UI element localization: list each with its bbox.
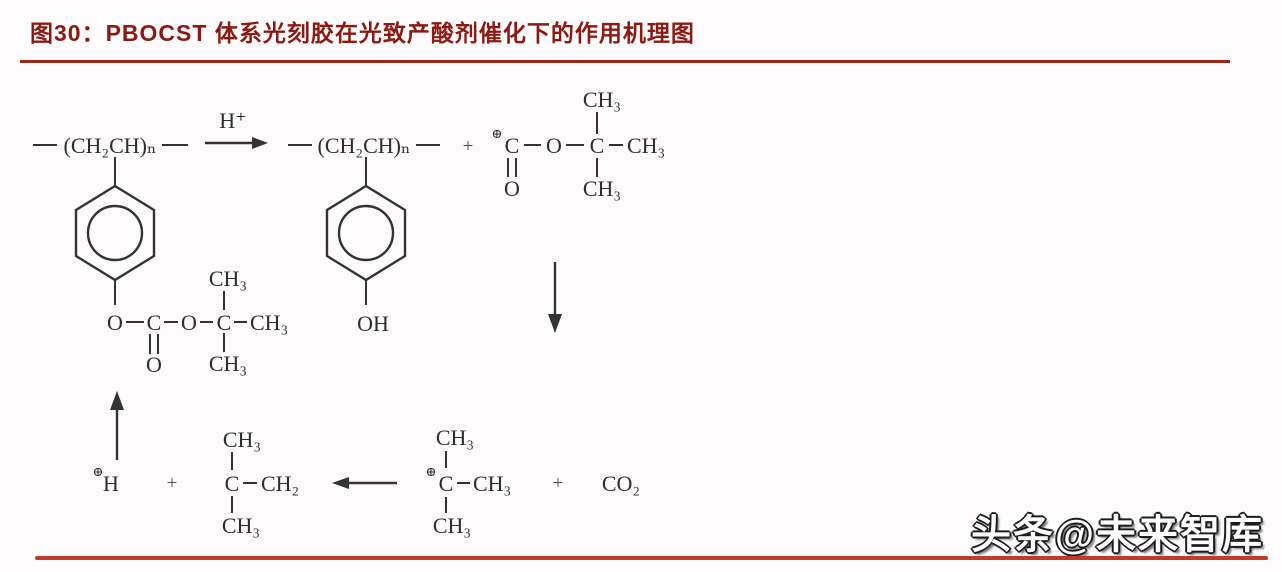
decomposition-arrow-down <box>548 262 562 333</box>
methyl-bottom: CH₃ <box>222 513 260 538</box>
plus-charge-icon: ⊕ <box>426 464 437 479</box>
methyl-bottom: CH₃ <box>583 176 621 201</box>
plus-operator: + <box>553 473 564 494</box>
molecule-tbutyl-cation: ⊕ C CH₃ CH₃ CH₃ <box>426 425 512 538</box>
methyl-bottom: CH₃ <box>209 351 247 376</box>
methyl-right: CH₃ <box>473 471 511 496</box>
molecule-co2: CO₂ <box>602 471 640 496</box>
plus-operator: + <box>463 136 474 157</box>
plus-charge-icon: ⊕ <box>93 464 104 479</box>
methyl-top: CH₃ <box>436 425 474 450</box>
h-plus-label: H⁺ <box>219 108 247 133</box>
figure-title: 图30：PBOCST 体系光刻胶在光致产酸剂催化下的作用机理图 <box>30 20 695 46</box>
molecule-pbocst: (CH₂CH)ₙ O C O C CH₃ O CH₃ CH₃ <box>33 133 288 377</box>
phost-backbone: (CH₂CH)ₙ <box>318 133 411 158</box>
central-carbon: C <box>439 471 454 496</box>
molecule-phost: (CH₂CH)ₙ OH <box>288 133 440 336</box>
pbocst-backbone: (CH₂CH)ₙ <box>64 133 157 158</box>
bridge-oxygen: O <box>546 133 562 158</box>
tbutyl-carbon: C <box>590 133 605 158</box>
central-carbon: C <box>225 471 240 496</box>
hydroxyl-group: OH <box>357 311 389 336</box>
proton-catalysis-arrow: H⁺ <box>205 108 268 149</box>
methyl-top: CH₃ <box>209 266 247 291</box>
title-underline <box>20 60 1230 63</box>
regenerated-proton-arrow-up <box>110 391 124 460</box>
bottom-rule <box>35 556 1268 560</box>
molecule-tboc-cation: ⊕ C O C CH₃ O CH₃ CH₃ <box>492 87 666 201</box>
carbonyl-oxygen: O <box>504 176 520 201</box>
watermark: 头条@未来智库 <box>970 513 1264 557</box>
methyl-top: CH₃ <box>583 87 621 112</box>
carbonyl-carbon: C <box>505 133 520 158</box>
methyl-top: CH₃ <box>223 427 261 452</box>
methyl-bottom: CH₃ <box>433 513 471 538</box>
molecule-isobutylene: CH₃ C CH₂ CH₃ <box>222 427 299 538</box>
ester-oxygen: O <box>107 310 123 335</box>
benzene-ring <box>74 184 156 282</box>
tbutyl-carbon: C <box>217 310 232 335</box>
plus-charge-icon: ⊕ <box>492 126 503 141</box>
methyl-right: CH₃ <box>627 133 665 158</box>
bridge-oxygen: O <box>181 310 197 335</box>
plus-operator: + <box>167 473 178 494</box>
elimination-arrow-left <box>332 477 397 489</box>
carbonyl-oxygen: O <box>146 352 162 377</box>
methylene-group: CH₂ <box>261 471 299 496</box>
molecule-proton: ⊕ H <box>93 464 120 496</box>
carbonyl-carbon: C <box>147 310 162 335</box>
hydrogen-atom: H <box>103 471 119 496</box>
benzene-ring <box>325 184 407 282</box>
methyl-right: CH₃ <box>250 310 288 335</box>
